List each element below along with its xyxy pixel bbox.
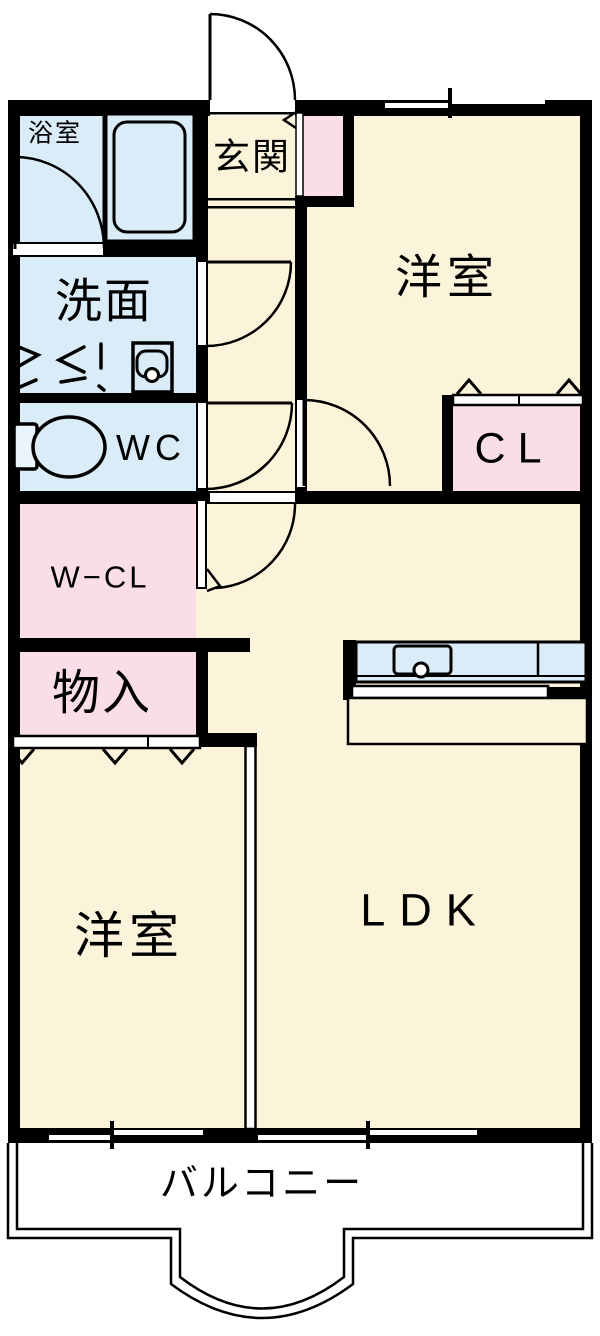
kitchen-faucet (412, 661, 430, 679)
kitchen-counter-bar (346, 696, 589, 746)
kitchen-counter (346, 640, 589, 746)
washing-machine (131, 341, 174, 394)
doors (13, 12, 392, 593)
room-walkin-closet (20, 504, 196, 638)
toilet (12, 415, 107, 479)
washroom-door (205, 260, 293, 348)
label-balcony: バルコニー (159, 1163, 365, 1205)
wc-door (205, 401, 294, 491)
bedroom-top-door (302, 398, 392, 487)
label-entrance: 玄関 (213, 136, 291, 178)
walls (8, 100, 592, 1143)
bathtub (102, 110, 198, 245)
label-bath: 浴室 (27, 119, 83, 148)
bath-door (13, 155, 106, 249)
windows (49, 88, 545, 1149)
entrance-doorstop-mark (281, 110, 297, 130)
window-bedroom-bottom (49, 1121, 203, 1149)
label-washroom: 洗面 (55, 274, 153, 328)
bath-doorway (13, 244, 103, 255)
ldk-door (196, 499, 297, 593)
kitchen-pass-through (350, 684, 550, 700)
room-closet-cl (453, 404, 580, 491)
shoe-cabinet (303, 116, 343, 196)
balcony-outline (6, 1143, 594, 1320)
entrance-jamb (295, 112, 304, 197)
bedroom-top-doorway (297, 400, 305, 487)
entrance-step (208, 198, 295, 209)
ldk-doorstop-mark (206, 568, 223, 593)
washroom-doorway (198, 262, 206, 345)
label-walkin-closet: W−CL (50, 559, 150, 595)
washer-pan-marks (11, 342, 106, 392)
label-ldk: LDK (360, 884, 490, 936)
entrance-door (208, 12, 297, 130)
window-ldk (258, 1121, 477, 1149)
cl-folding-door (451, 377, 585, 407)
label-wc: WC (116, 427, 186, 468)
label-storage: 物入 (51, 667, 153, 720)
ldk-doorway (210, 493, 295, 502)
wc-doorway (198, 403, 206, 488)
room-partition-sliding (244, 744, 257, 1131)
label-bedroom-bottom: 洋室 (74, 908, 184, 964)
room-storage (20, 652, 196, 736)
label-bedroom-top: 洋室 (395, 250, 499, 304)
window-bedroom-top (385, 88, 545, 118)
entrance-threshold (210, 112, 295, 115)
label-closet-cl: CL (474, 424, 554, 473)
storage-folding-door (8, 734, 202, 766)
